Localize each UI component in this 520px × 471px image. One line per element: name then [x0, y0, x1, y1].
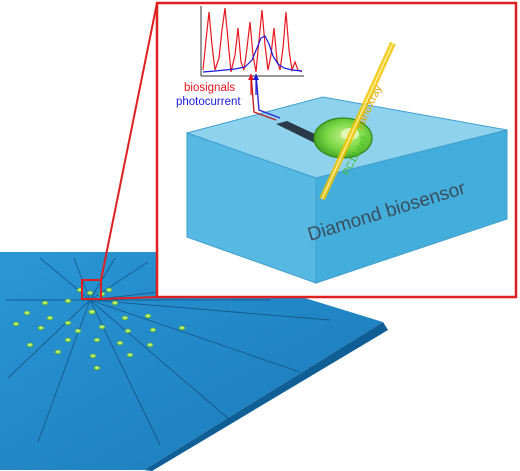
nanoxray-beam-icon	[319, 41, 396, 201]
diamond-chip-icon	[0, 252, 388, 471]
photocurrent-trace	[202, 35, 303, 73]
biosignals-label: biosignals	[184, 82, 235, 94]
microelectrode-dot-icon	[12, 287, 186, 371]
zoom-panel: biosignals photocurrent nanoXray PC12 ce…	[155, 1, 518, 299]
zoom-connector-bottom	[100, 296, 158, 300]
substrate-edge	[144, 322, 388, 471]
substrate-top	[0, 252, 383, 470]
readout-wire-2	[255, 73, 281, 119]
block-right	[315, 129, 508, 284]
zoom-connector-top	[100, 2, 158, 281]
zoom-marker	[81, 279, 102, 300]
readout-wire	[250, 73, 277, 121]
biosignal-trace	[202, 7, 303, 73]
electrode-traces	[6, 257, 331, 446]
signal-plot	[200, 6, 304, 77]
photocurrent-label: photocurrent	[176, 96, 241, 108]
signal-arrows	[248, 74, 259, 95]
